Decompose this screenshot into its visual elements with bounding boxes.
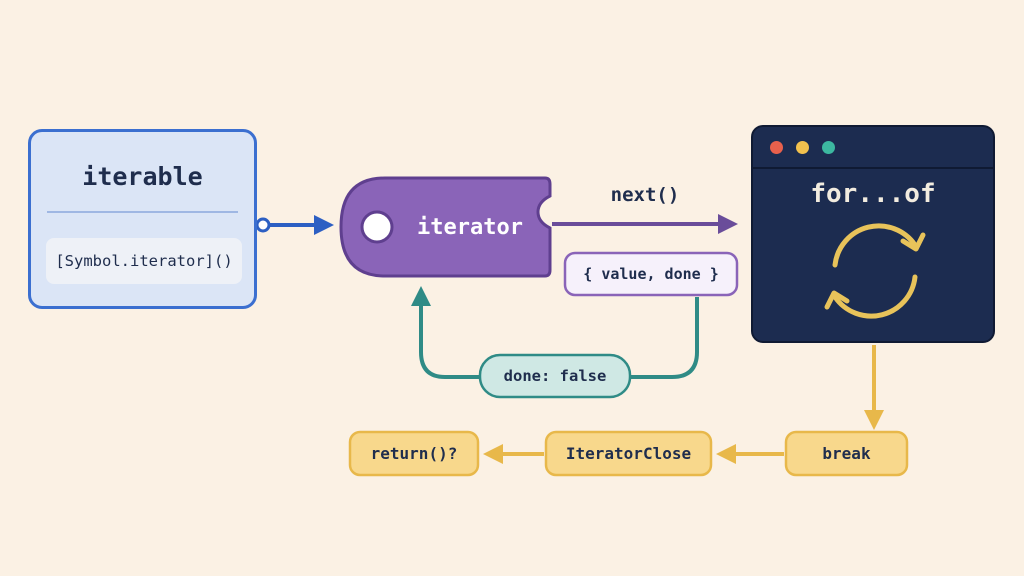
return-box: [348, 430, 480, 477]
done-false-label: done: false: [503, 367, 607, 385]
result-object-box: [563, 251, 739, 297]
window-maximize-dot: [822, 141, 835, 154]
iteratorclose-box: [544, 430, 713, 477]
next-label: next(): [610, 184, 680, 206]
window-close-dot: [770, 141, 783, 154]
window-title-bar: [753, 127, 993, 169]
iterable-connector-dot: [255, 217, 271, 233]
iterable-card: iterable [Symbol.iterator](): [28, 129, 257, 309]
iterator-tag-hole-icon: [360, 210, 394, 244]
result-object-label: { value, done }: [583, 265, 719, 283]
iterator-label: iterator: [417, 214, 523, 240]
iterable-title: iterable: [82, 162, 203, 191]
window-minimize-dot: [796, 141, 809, 154]
done-false-box: [478, 353, 632, 399]
break-label: break: [822, 444, 871, 463]
iteratorclose-label: IteratorClose: [565, 444, 692, 463]
iterable-divider: [47, 211, 238, 213]
symbol-iterator-method: [Symbol.iterator](): [46, 238, 242, 284]
iterator-tag: [339, 176, 552, 278]
for-of-title: for...of: [810, 179, 936, 209]
return-label: return()?: [370, 444, 458, 463]
for-of-window: for...of: [751, 125, 995, 343]
loop-cycle-icon: [824, 223, 926, 319]
break-box: [784, 430, 909, 477]
